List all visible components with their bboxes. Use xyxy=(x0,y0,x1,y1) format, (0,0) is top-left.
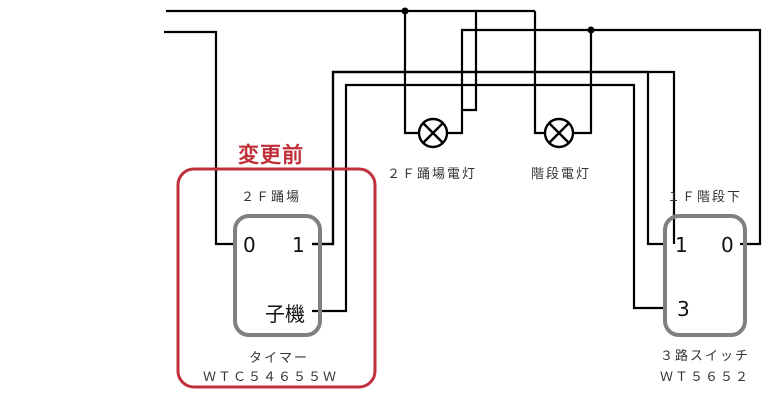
right-switch-model: ＷＴ５６５２ xyxy=(660,370,751,385)
left-switch-model: ＷＴＣ５４６５５Ｗ xyxy=(203,370,339,385)
left-terminal-sub: 子機 xyxy=(265,302,305,326)
wire-lamp1-right xyxy=(448,28,762,246)
right-switch-location: １Ｆ階段下 xyxy=(667,190,743,205)
before-change-frame xyxy=(176,167,377,389)
lamp2-label: 階段電灯 xyxy=(531,167,592,182)
left-switch-location: ２Ｆ踊場 xyxy=(241,190,302,205)
right-terminal-1: 1 xyxy=(675,233,688,257)
left-switch-type: タイマー xyxy=(249,351,310,366)
right-switch-type: ３路スイッチ xyxy=(660,349,751,364)
diagram-title: 変更前 xyxy=(238,143,304,167)
wire-lamp2-right xyxy=(573,30,593,135)
lamp1-label: ２Ｆ踊場電灯 xyxy=(387,167,478,182)
supply-wire-second xyxy=(164,30,236,246)
supply-wire-top xyxy=(166,9,478,112)
lamp-icon xyxy=(543,117,575,149)
wire-lamp1-left xyxy=(403,11,418,135)
junction-dot xyxy=(401,7,409,15)
traveler-wire-1b xyxy=(312,70,666,246)
traveler-wire-2 xyxy=(312,83,666,313)
right-terminal-3: 3 xyxy=(677,297,690,321)
lamp-icon xyxy=(417,117,449,149)
timer-switch-box xyxy=(233,214,322,337)
traveler-wire-1 xyxy=(312,70,676,246)
wire-lamp2-left-drop xyxy=(533,11,545,135)
right-terminal-0: 0 xyxy=(721,233,734,257)
three-way-switch-box xyxy=(663,214,747,337)
left-terminal-1: 1 xyxy=(292,233,305,257)
left-terminal-0: 0 xyxy=(243,233,256,257)
